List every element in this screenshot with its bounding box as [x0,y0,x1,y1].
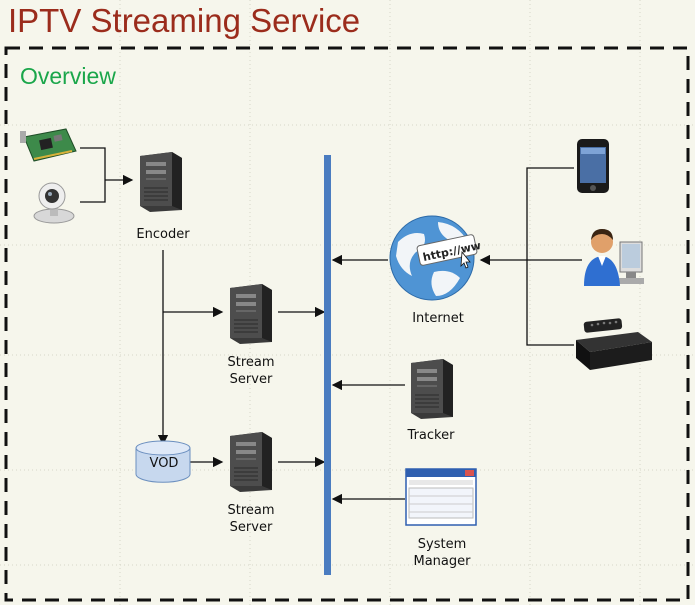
pc-user-icon [584,229,644,286]
stream-server-1-label-line1: Stream [227,355,275,370]
system-manager-label-line1: System [417,537,467,552]
internet-label: Internet [412,311,464,326]
stream-server-1-label: Stream Server [214,354,288,388]
set-top-box-icon [576,318,652,370]
slide-title: IPTV Streaming Service [8,2,361,39]
server-icon [230,284,272,344]
server-icon [140,152,182,212]
webcam-icon [33,182,75,224]
server-icon [230,432,272,492]
globe-icon: http://ww [389,215,482,301]
tracker-label: Tracker [407,428,455,443]
window-icon [405,468,477,526]
capture-card-icon [20,128,77,162]
stream-server-2-label-line2: Server [229,520,273,535]
system-manager-label: System Manager [404,536,480,570]
encoder-label: Encoder [136,227,190,242]
system-manager-label-line2: Manager [413,554,471,569]
stream-server-2-label: Stream Server [214,502,288,536]
stream-server-1-label-line2: Server [229,372,273,387]
network-backbone [324,155,331,575]
server-icon [411,359,453,419]
vod-label: VOD [149,456,179,471]
smartphone-icon [577,139,609,193]
database-icon [135,440,191,483]
slide-subtitle: Overview [20,63,116,89]
stream-server-2-label-line1: Stream [227,503,275,518]
